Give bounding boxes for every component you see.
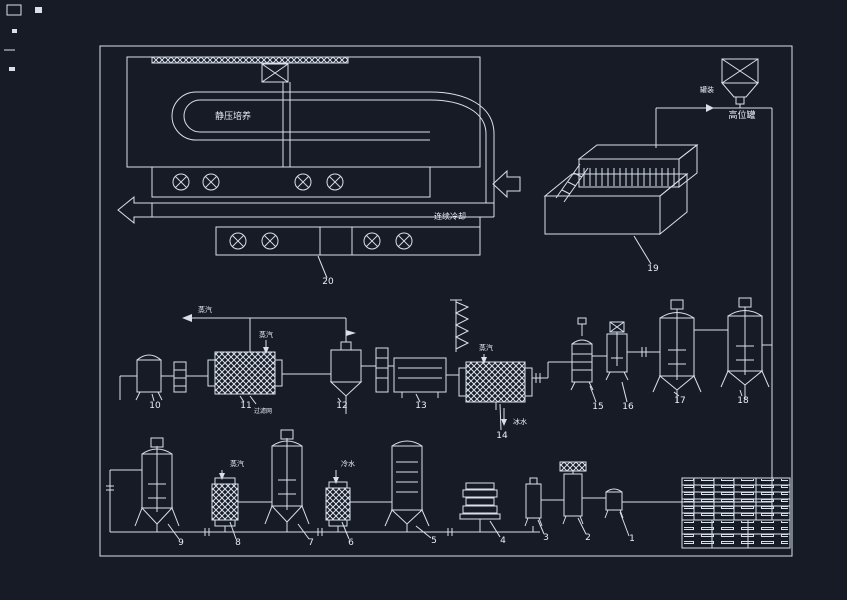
equipment-number-12: 12 (336, 401, 347, 411)
label-high-level-tank: 高位罐 (728, 109, 755, 121)
label-continuous-cooling: 连续冷却 (434, 211, 466, 221)
equipment-number-16: 16 (622, 402, 634, 412)
finned-heater (450, 300, 487, 364)
label-steam: 蒸汽 (259, 330, 273, 339)
equipment-number-17: 17 (674, 396, 685, 406)
hopper-feed-piping (656, 104, 772, 502)
fermenter-7 (265, 430, 309, 539)
flow-arrow-icon (182, 314, 192, 322)
arrow-left-icon (493, 171, 520, 197)
label-ice-water: 冰水 (513, 417, 527, 426)
flow-arrow-icon (333, 477, 339, 484)
disc-stack-4 (460, 483, 500, 537)
equipment-number-2: 2 (585, 533, 591, 543)
flow-arrow-icon (706, 104, 714, 112)
filter-exchanger-11 (208, 340, 331, 404)
grating (584, 168, 674, 186)
left-plumbing (106, 470, 540, 536)
flow-arrow-icon (263, 347, 269, 354)
equipment-numbers: 1 2 3 4 5 6 7 8 9 10 11 12 13 14 15 16 1… (149, 264, 749, 548)
equipment-number-5: 5 (431, 536, 437, 546)
label-steam: 蒸汽 (230, 459, 244, 468)
equipment-number-20: 20 (322, 277, 334, 287)
label-filter-screen: 过滤网 (254, 407, 272, 415)
tank-5 (385, 441, 431, 538)
label-steam: 蒸汽 (479, 343, 493, 352)
equipment-number-1: 1 (629, 534, 635, 544)
heat-exchanger-14 (459, 362, 572, 430)
equipment-number-19: 19 (647, 264, 659, 274)
labels: 静压培养 连续冷却 罐装 高位罐 蒸汽 蒸汽 蒸汽 蒸汽 冷水 冰水 过滤网 (198, 85, 756, 468)
equipment-number-10: 10 (149, 401, 161, 411)
vent-header (182, 314, 346, 352)
equipment-number-15: 15 (592, 402, 603, 412)
equipment-number-14: 14 (496, 431, 508, 441)
fermenter-9 (135, 438, 179, 539)
equipment-number-6: 6 (348, 538, 354, 548)
vent-flag-icon (346, 330, 356, 336)
arrow-left-icon (118, 197, 152, 223)
label-cold-water: 冷水 (341, 459, 355, 468)
flow-arrow-icon (219, 473, 225, 480)
vessel-2 (560, 462, 606, 534)
equipment-number-13: 13 (415, 401, 426, 411)
flow-arrow-icon (501, 419, 507, 426)
heat-exchanger-8 (212, 470, 272, 539)
pasteurization-tunnel (118, 57, 520, 278)
equipment-number-8: 8 (235, 538, 241, 548)
drawing-border (100, 46, 792, 556)
high-level-tank (722, 59, 758, 108)
vessel-15 (571, 318, 607, 402)
tank-10 (120, 355, 174, 401)
equipment-number-18: 18 (737, 396, 749, 406)
vessel-16 (606, 322, 660, 402)
label-static-pressure-culture: 静压培养 (215, 110, 251, 122)
unit-13 (376, 348, 459, 402)
label-steam: 蒸汽 (198, 305, 212, 314)
valve-column (174, 362, 208, 392)
equipment-number-11: 11 (240, 401, 251, 411)
label-filling: 罐装 (700, 85, 714, 94)
column-3 (525, 478, 564, 534)
equipment-number-4: 4 (500, 536, 506, 546)
equipment-number-9: 9 (178, 538, 184, 548)
equipment-number-7: 7 (308, 538, 314, 548)
fermenter-18 (721, 298, 769, 400)
cooling-trough-isometric (545, 145, 697, 264)
heat-exchanger-6 (326, 470, 392, 539)
fan-icon (230, 233, 412, 249)
title-block (682, 478, 790, 548)
screen-artifacts (4, 5, 42, 71)
fermenter-17 (653, 300, 728, 402)
flow-arrow-icon (481, 357, 487, 364)
equipment-number-3: 3 (543, 533, 549, 543)
vessel-12 (331, 330, 376, 414)
fan-icon (173, 174, 343, 190)
